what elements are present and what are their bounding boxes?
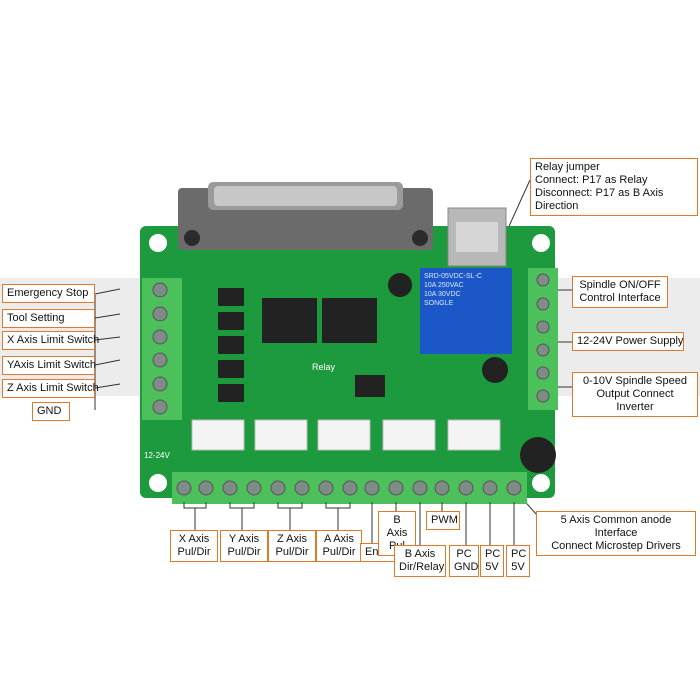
callout-spindle-onoff: Spindle ON/OFF Control Interface — [572, 276, 668, 308]
silk-12-24v: 12-24V — [144, 451, 170, 460]
x-axis-line1: X Axis — [178, 533, 210, 545]
relay-ac-rating: 10A 250VAC — [424, 282, 464, 289]
bottom-terminal-block — [172, 472, 527, 504]
relay-brand: SONGLE — [424, 300, 454, 307]
pc-5v-1-line2: 5V — [485, 561, 499, 573]
relay-label: SRD-05VDC-SL-C 10A 250VAC 10A 30VDC SONG… — [424, 272, 508, 308]
spindle-speed-line2: Output Connect Inverter — [596, 388, 674, 413]
callout-x-limit: X Axis Limit Switch — [2, 331, 99, 350]
callout-pc-gnd: PC GND — [449, 545, 479, 577]
callout-common-anode: 5 Axis Common anode Interface Connect Mi… — [536, 511, 696, 556]
pc-5v-2-line2: 5V — [511, 561, 525, 573]
relay-model: SRD-05VDC-SL-C — [424, 273, 482, 280]
y-axis-line1: Y Axis — [228, 533, 260, 545]
y-axis-line2: Pul/Dir — [227, 546, 261, 558]
callout-a-axis: A Axis Pul/Dir — [316, 530, 362, 562]
relay-jumper-disconnect: Disconnect: P17 as B Axis Direction — [535, 187, 664, 212]
spindle-onoff-line2: Control Interface — [579, 292, 661, 304]
callout-y-limit: YAxis Limit Switch — [2, 356, 96, 375]
callout-z-limit: Z Axis Limit Switch — [2, 379, 99, 398]
callout-pc-5v-2: PC 5V — [506, 545, 530, 577]
callout-relay-jumper: Relay jumper Connect: P17 as Relay Disco… — [530, 158, 698, 216]
relay-jumper-connect: Connect: P17 as Relay — [535, 174, 648, 186]
callout-z-axis: Z Axis Pul/Dir — [268, 530, 316, 562]
relay-dc-rating: 10A 30VDC — [424, 291, 461, 298]
optocouplers — [218, 288, 244, 402]
right-terminal-block — [528, 268, 558, 410]
callout-pc-5v-1: PC 5V — [480, 545, 504, 577]
spindle-speed-line1: 0-10V Spindle Speed — [583, 375, 687, 387]
pc-gnd-line2: GND — [454, 561, 479, 573]
capacitor-mid — [482, 357, 508, 383]
capacitor-big — [520, 437, 556, 473]
silk-relay: Relay — [312, 362, 336, 372]
callout-spindle-speed: 0-10V Spindle Speed Output Connect Inver… — [572, 372, 698, 417]
b-axis-pul-line1: B Axis — [386, 514, 408, 539]
callout-tool-setting: Tool Setting — [2, 309, 95, 328]
b-axis-dir-line2: Dir/Relay — [399, 561, 445, 573]
common-anode-line2: Connect Microstep Drivers — [551, 540, 681, 552]
relay-jumper-title: Relay jumper — [535, 161, 600, 173]
z-axis-line1: Z Axis — [277, 533, 307, 545]
pc-5v-2-line1: PC — [511, 548, 527, 560]
left-terminal-block — [142, 278, 182, 420]
a-axis-line2: Pul/Dir — [322, 546, 356, 558]
callout-gnd: GND — [32, 402, 70, 421]
ics — [262, 298, 385, 397]
callout-power: 12-24V Power Supply — [572, 332, 684, 351]
relay — [420, 268, 512, 354]
a-axis-line1: A Axis — [324, 533, 354, 545]
spindle-onoff-line1: Spindle ON/OFF — [579, 279, 661, 291]
callout-x-axis: X Axis Pul/Dir — [170, 530, 218, 562]
capacitor-top — [388, 273, 412, 297]
callout-y-axis: Y Axis Pul/Dir — [220, 530, 268, 562]
pc-5v-1-line1: PC — [485, 548, 501, 560]
callout-b-axis-dir: B Axis Dir/Relay — [394, 545, 446, 577]
db25-connector — [178, 182, 433, 250]
b-axis-dir-line1: B Axis — [404, 548, 436, 560]
z-axis-line2: Pul/Dir — [275, 546, 309, 558]
x-axis-line2: Pul/Dir — [177, 546, 211, 558]
jst-connectors — [191, 419, 501, 451]
common-anode-line1: 5 Axis Common anode Interface — [560, 514, 672, 539]
callout-emergency-stop: Emergency Stop — [2, 284, 95, 303]
callout-pwm: PWM — [426, 511, 460, 530]
pc-gnd-line1: PC — [456, 548, 472, 560]
